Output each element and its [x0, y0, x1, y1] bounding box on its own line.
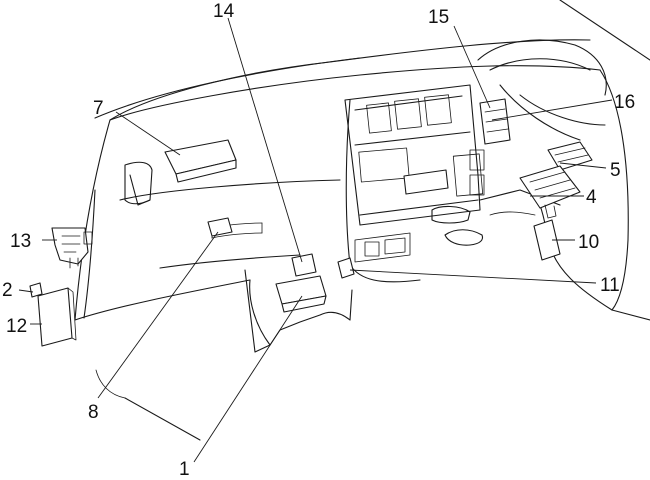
part-2-small-relay	[29, 282, 43, 298]
callout-5: 5	[610, 160, 621, 181]
part-12-ecu	[37, 287, 77, 347]
callout-4: 4	[586, 187, 597, 208]
callout-15: 15	[428, 7, 449, 28]
callout-2: 2	[2, 280, 13, 301]
part-11-connector	[337, 257, 355, 279]
part-8-connector	[207, 217, 233, 237]
part-center-relay	[403, 169, 449, 195]
dashboard-outline	[74, 0, 650, 441]
callout-labels: 1 2 4 5 7 8 10 11 12 13 14 15 16	[2, 1, 635, 480]
part-14-relay	[291, 253, 317, 277]
callout-12: 12	[6, 316, 27, 337]
callout-10: 10	[578, 232, 599, 253]
leader-lines	[18, 17, 613, 463]
part-13-bracket	[51, 227, 93, 269]
callout-11: 11	[600, 275, 620, 296]
part-1-junction-block	[275, 275, 327, 313]
part-7-relay-block	[164, 139, 237, 183]
part-5-relay-block	[547, 141, 593, 171]
callout-14: 14	[213, 1, 235, 22]
lower-dash	[244, 269, 353, 353]
steering-column	[431, 39, 613, 311]
center-console	[344, 84, 485, 283]
part-15-relay	[479, 98, 511, 145]
part-10-ecu	[533, 219, 561, 261]
glove-box	[119, 161, 341, 269]
callout-7: 7	[93, 98, 104, 119]
callout-13: 13	[10, 231, 31, 252]
part-4-junction-block	[519, 165, 581, 219]
callout-8: 8	[88, 402, 99, 423]
callout-16: 16	[614, 92, 635, 113]
callout-1: 1	[179, 459, 190, 480]
